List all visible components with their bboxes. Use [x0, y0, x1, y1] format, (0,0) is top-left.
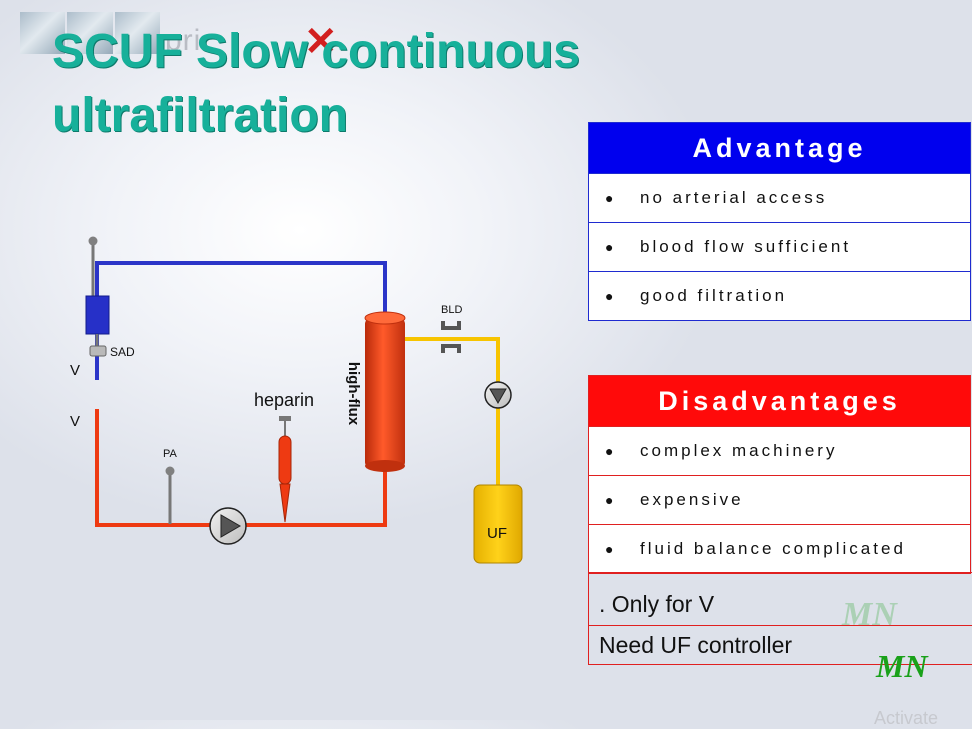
page-title: SCUF Slow continuous ultrafiltration	[52, 20, 580, 148]
watermark-logo-text: pri	[165, 24, 202, 57]
sad-label: SAD	[110, 345, 135, 359]
title-line-2: ultrafiltration	[52, 89, 348, 142]
list-item: ● good filtration	[589, 271, 970, 320]
header-thumbnail-images	[20, 12, 160, 54]
arterial-label: V	[70, 413, 81, 430]
list-item: ● fluid balance complicated	[589, 524, 970, 573]
advantage-item: no arterial access	[640, 188, 828, 207]
arterial-line	[95, 409, 387, 527]
signature-logo: MN	[876, 648, 928, 684]
advantage-panel: Advantage ● no arterial access ● blood flo…	[588, 122, 971, 321]
title-line-1: SCUF Slow continuous	[52, 25, 580, 78]
venous-pressure-sensor	[88, 236, 98, 246]
list-item: ● complex machinery	[589, 426, 970, 475]
venous-air-trap	[85, 295, 110, 335]
note-only-for-v: . Only for V	[588, 573, 972, 625]
filtrate-line	[404, 337, 500, 486]
disadvantage-item: fluid balance complicated	[640, 539, 906, 558]
note-uf-controller: Need UF controller	[588, 625, 972, 665]
venous-line	[95, 261, 387, 380]
bullet-icon: ●	[605, 239, 614, 255]
disadvantages-panel: Disadvantages ● complex machinery ● expens…	[588, 375, 971, 574]
heparin-syringe-icon	[278, 435, 292, 485]
disadvantages-header: Disadvantages	[589, 376, 970, 426]
advantage-header: Advantage	[589, 123, 970, 173]
logo-x-icon: ✕	[304, 20, 338, 64]
high-flux-filter	[365, 318, 405, 468]
heparin-label: heparin	[254, 390, 315, 410]
bullet-icon: ●	[605, 190, 614, 206]
venous-label: V	[70, 362, 81, 379]
bullet-icon: ●	[605, 288, 614, 304]
bullet-icon: ●	[605, 492, 614, 508]
disadvantage-item: complex machinery	[640, 441, 838, 460]
list-item: ● no arterial access	[589, 173, 970, 222]
disadvantage-item: expensive	[640, 490, 744, 509]
bld-detector-icon	[441, 321, 461, 353]
activate-watermark: Activate	[874, 708, 939, 728]
advantage-item: good filtration	[640, 286, 788, 305]
arterial-pressure-sensor	[165, 466, 175, 476]
signature-watermark: MN	[842, 596, 897, 633]
bullet-icon: ●	[605, 443, 614, 459]
heparin-syringe-plunger	[279, 416, 291, 421]
bld-label: BLD	[441, 304, 463, 316]
high-flux-label: high-flux	[345, 361, 363, 426]
bullet-icon: ●	[605, 541, 614, 557]
list-item: ● blood flow sufficient	[589, 222, 970, 271]
pa-label: PA	[163, 448, 177, 460]
uf-label: UF	[487, 525, 507, 542]
sad-icon	[89, 345, 107, 357]
notes-panel: . Only for V Need UF controller	[588, 572, 972, 665]
uf-container	[473, 484, 523, 564]
advantage-item: blood flow sufficient	[640, 237, 852, 256]
list-item: ● expensive	[589, 475, 970, 524]
